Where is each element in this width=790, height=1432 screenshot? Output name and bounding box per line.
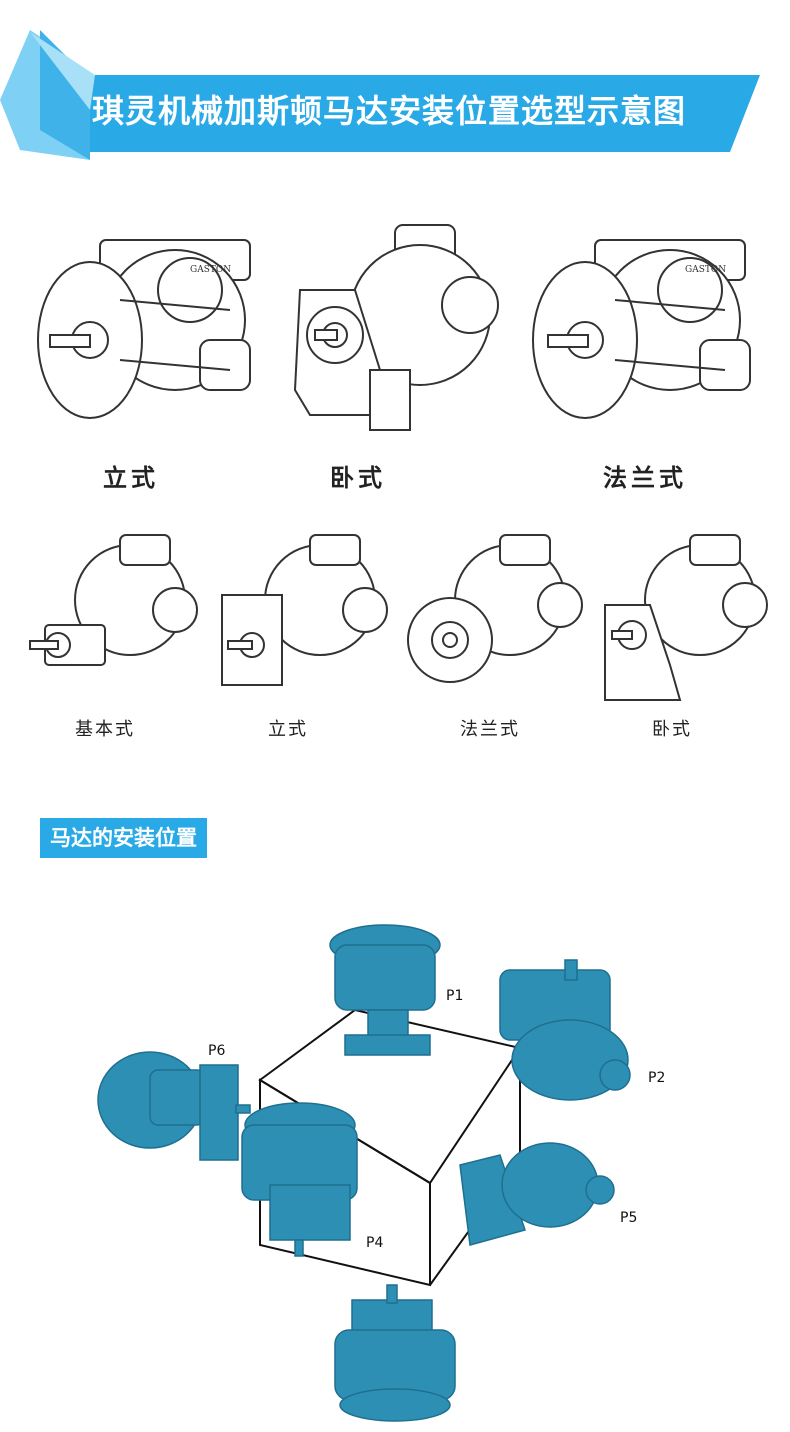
caption-horizontal: 卧式 (330, 463, 386, 492)
caption-vertical-small: 立式 (268, 719, 308, 740)
badge-text: GASTON (685, 265, 726, 275)
motor-bottom (334, 1284, 456, 1422)
motor-p5 (459, 1142, 615, 1246)
label-p6: P6 (208, 1043, 226, 1059)
caption-horizontal-small: 卧式 (652, 719, 692, 740)
motor-flange-illustration (532, 239, 751, 419)
caption-flange-small: 法兰式 (460, 719, 520, 740)
label-p5: P5 (620, 1210, 638, 1226)
label-p1: P1 (446, 988, 464, 1004)
label-p2: P2 (648, 1070, 666, 1086)
motor-p6 (97, 1051, 251, 1161)
section-title: 马达的安装位置 (40, 818, 207, 858)
motor-basic-illustration (29, 534, 198, 666)
bottom-motor-illustrations (29, 534, 768, 701)
motor-horizontal-small-illustration (604, 534, 768, 701)
motor-p4 (241, 1102, 358, 1257)
caption-flange: 法兰式 (603, 463, 687, 492)
banner-shape (0, 30, 760, 160)
caption-vertical: 立式 (103, 463, 159, 492)
motor-flange-small-illustration (407, 534, 583, 683)
installation-position-diagram (97, 924, 631, 1422)
caption-basic: 基本式 (75, 719, 135, 740)
motor-p1 (329, 924, 441, 1056)
top-motor-illustrations: GASTON GASTON (37, 224, 751, 431)
badge-text: GASTON (190, 265, 231, 275)
motor-p2 (499, 959, 631, 1101)
page-title: 琪灵机械加斯顿马达安装位置选型示意图 (92, 92, 687, 130)
motor-horizontal-illustration (293, 224, 499, 431)
motor-vertical-illustration (37, 239, 251, 419)
label-p4: P4 (366, 1235, 384, 1251)
motor-vertical-small-illustration (221, 534, 388, 686)
